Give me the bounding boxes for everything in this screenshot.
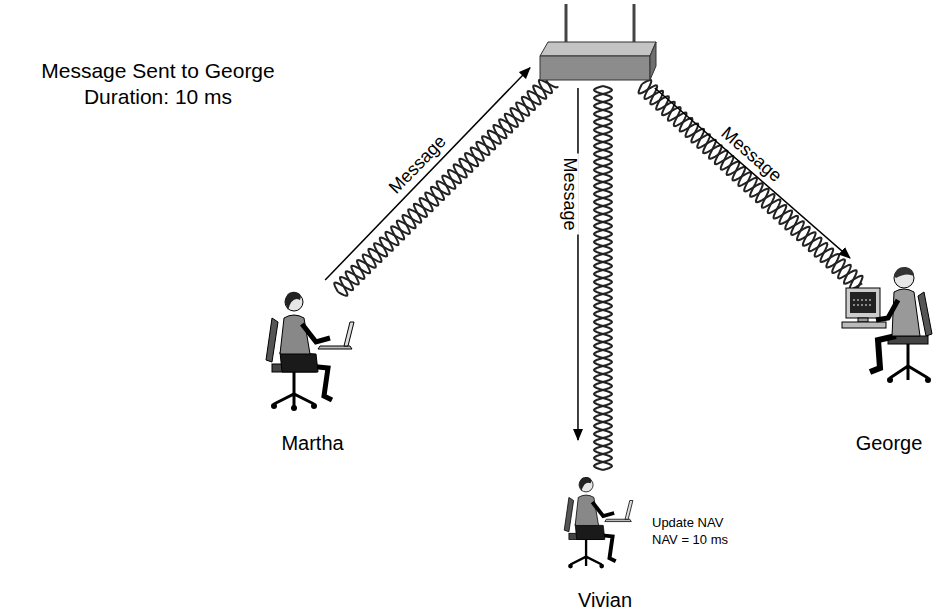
wave-strand — [594, 86, 612, 470]
wave-strand — [334, 80, 557, 292]
message-arrow — [325, 68, 530, 280]
note-text: NAV = 10 ms — [652, 532, 728, 548]
note-text: Duration: 10 ms — [84, 84, 232, 109]
ap-side — [650, 42, 656, 80]
person-name: George — [856, 431, 923, 455]
person-node: Martha — [255, 280, 370, 455]
person-node: Vivian — [550, 440, 660, 612]
edge-label: Message — [714, 121, 788, 189]
ap-top — [540, 42, 656, 56]
note-text: Message Sent to George — [41, 58, 274, 83]
wave-strand — [642, 80, 863, 288]
note-text: Update NAV — [652, 515, 723, 531]
radio-waves — [334, 74, 862, 470]
person-figure — [842, 267, 932, 383]
antenna — [633, 4, 636, 42]
ap-front — [540, 56, 650, 80]
person-figure — [564, 477, 633, 568]
wave-strand — [594, 86, 612, 470]
antenna — [565, 4, 568, 42]
person-figure — [266, 292, 354, 411]
person-name: Martha — [281, 431, 343, 455]
message-arrow — [577, 88, 579, 440]
access-point — [540, 4, 656, 80]
edge-label: Message — [383, 129, 454, 201]
message-arrow — [655, 88, 850, 258]
person-node: George — [840, 258, 938, 455]
person-name: Vivian — [578, 588, 632, 612]
edge-label: Message — [559, 153, 579, 234]
access-point-node — [530, 30, 660, 88]
